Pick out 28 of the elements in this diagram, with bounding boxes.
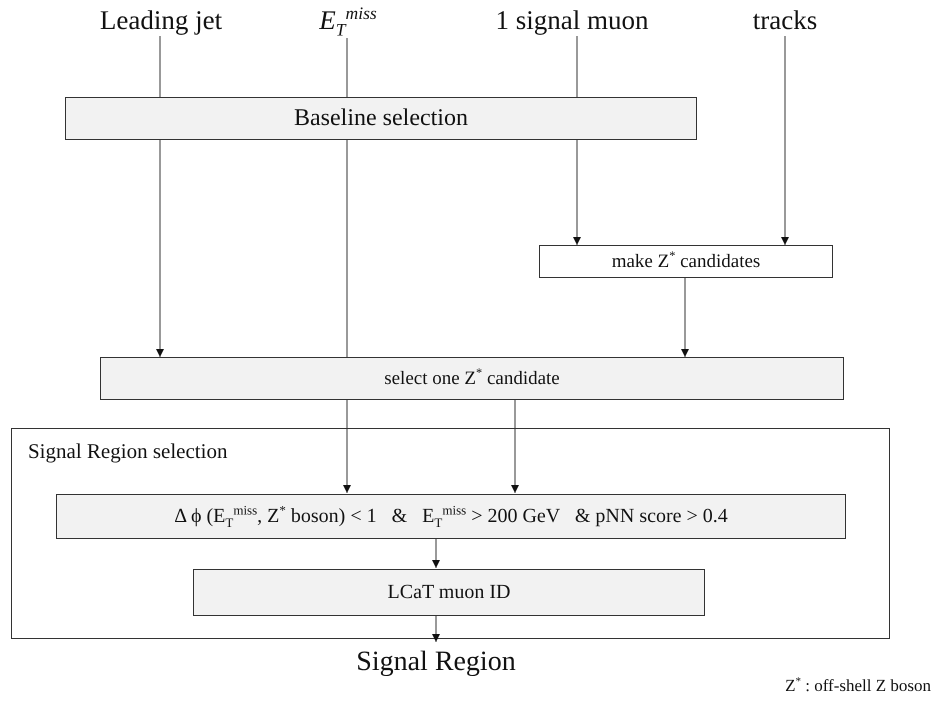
box-label: make Z$^{*}$ candidates — [612, 250, 760, 272]
box-label: Baseline selection — [294, 105, 468, 132]
footnote: Z$^{*}$ : off-shell Z boson — [785, 676, 931, 696]
box-label: LCaT muon ID — [388, 581, 510, 604]
process-box — [539, 245, 833, 278]
connector-line — [576, 36, 578, 98]
connector-line — [346, 38, 348, 98]
process-box — [100, 357, 844, 400]
arrow — [573, 140, 581, 246]
arrow — [343, 400, 351, 494]
arrow — [781, 36, 789, 246]
group-box — [11, 428, 890, 639]
process-box — [65, 97, 697, 140]
input-label: Signal Region — [336, 642, 536, 682]
connector-line — [346, 140, 348, 358]
arrow — [156, 140, 164, 358]
input-label: 1 signal muon — [490, 4, 654, 36]
arrow — [432, 614, 440, 642]
box-label: Δ ϕ (E$_{T}$$^{miss}$, Z$^{*}$ boson) < 1 & E$_{T}$$^{miss}$ > 200 GeV & pNN score > 0.4 — [174, 505, 728, 528]
arrow — [432, 538, 440, 568]
arrow — [681, 278, 689, 358]
process-box — [56, 494, 846, 539]
input-label: Leading jet — [100, 4, 222, 36]
process-box — [193, 569, 705, 616]
group-title: Signal Region selection — [28, 439, 228, 464]
input-label: tracks — [738, 4, 832, 36]
arrow — [511, 400, 519, 494]
box-label: select one Z$^{*}$ candidate — [384, 368, 560, 390]
